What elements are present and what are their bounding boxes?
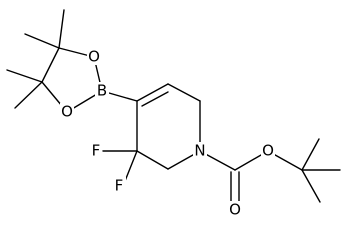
atom-boron: B xyxy=(97,82,107,100)
bond-c3-f2 xyxy=(124,150,138,182)
methyl-c1-up xyxy=(58,9,65,49)
bond-c4-c5 xyxy=(136,83,169,102)
tetrahydropyridine-ring xyxy=(136,83,201,170)
methyl-c2-down xyxy=(14,81,43,109)
methyl-c2-left xyxy=(6,69,43,83)
bond-c2-c3 xyxy=(136,150,169,170)
atom-nitrogen: N xyxy=(194,142,205,160)
bond-c4-c5-double xyxy=(141,91,169,107)
tbu-methyl-down xyxy=(301,169,321,203)
methyl-c1-left xyxy=(24,33,60,49)
molecule-canvas: O O B F F N O O xyxy=(6,9,341,219)
molecule-drawing: O O B F F N O O xyxy=(6,9,341,219)
atom-o-bottom: O xyxy=(61,103,73,121)
atom-labels: O O B F F N O O xyxy=(60,48,275,219)
atom-o-top: O xyxy=(88,48,100,66)
atom-o-carbonyl: O xyxy=(229,201,241,219)
atom-fluorine-1: F xyxy=(92,142,101,160)
tbu-methyl-up xyxy=(301,138,320,171)
atom-fluorine-2: F xyxy=(115,177,124,195)
bond-c1-c2 xyxy=(41,47,60,83)
bond-c5-c6 xyxy=(167,83,201,102)
atom-o-ester: O xyxy=(262,142,274,160)
pinacol-methyls xyxy=(6,9,65,109)
